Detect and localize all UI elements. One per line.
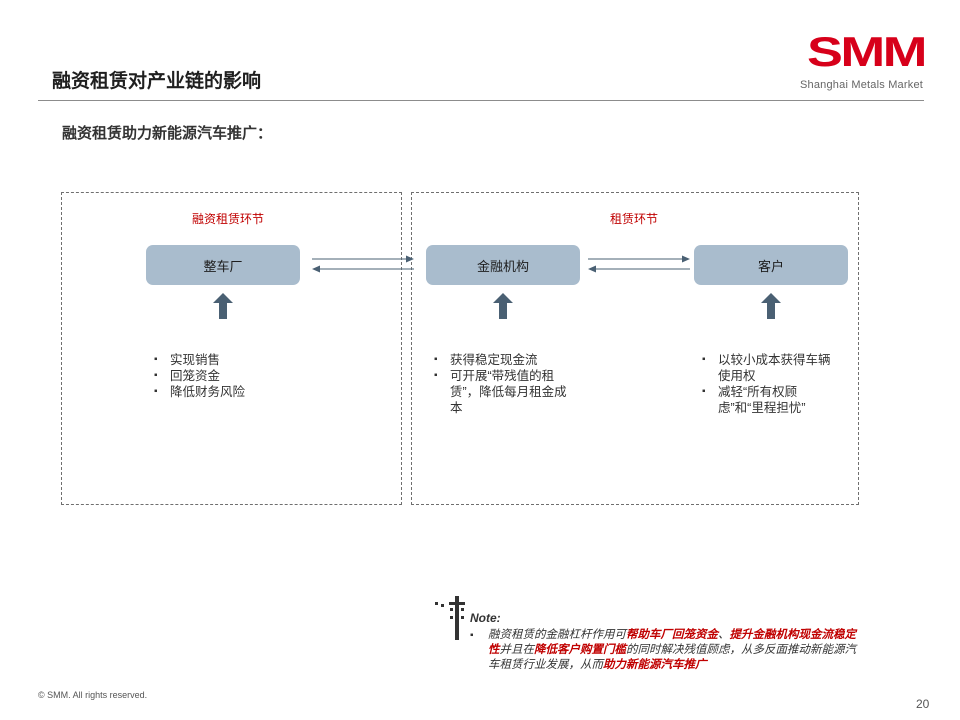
panel-financing-lease-label: 融资租赁环节: [191, 212, 264, 226]
up-arrow-icon: [213, 293, 233, 319]
node-finance: 金融机构: [426, 245, 580, 285]
note-run: 并且在: [499, 644, 535, 656]
smm-logo: SMM: [807, 30, 926, 70]
bullets-finance: 获得稳定现金流 可开展“带残值的租赁”，降低每月租金成本: [432, 352, 568, 416]
note-highlight: 提升金融机构现金流稳定性: [488, 629, 856, 656]
bullets-manufacturer: 实现销售 回笼资金 降低财务风险: [152, 352, 282, 400]
node-customer: 客户: [694, 245, 848, 285]
list-item: 以较小成本获得车辆使用权: [700, 352, 836, 384]
connector-manufacturer-finance: [312, 255, 414, 273]
list-item: 实现销售: [152, 352, 282, 368]
note-highlight: 助力新能源汽车推广: [603, 659, 707, 671]
title-divider: [38, 100, 924, 101]
note-run: 的同时解决残值顾虑，从多反面推动新能源汽车租赁行业发展，从而: [488, 644, 856, 671]
section-subtitle: 融资租赁助力新能源汽车推广：: [62, 125, 273, 142]
bullets-customer: 以较小成本获得车辆使用权 减轻“所有权顾虑”和“里程担忧”: [700, 352, 836, 416]
note-highlight: 帮助车厂回笼资金: [626, 629, 718, 641]
list-item: 降低财务风险: [152, 384, 282, 400]
list-item: 回笼资金: [152, 368, 282, 384]
node-manufacturer: 整车厂: [146, 245, 300, 285]
list-item: 获得稳定现金流: [432, 352, 568, 368]
up-arrow-icon: [493, 293, 513, 319]
page-number: 20: [916, 697, 930, 711]
up-arrow-icon: [761, 293, 781, 319]
note-pin-icon: [435, 596, 465, 640]
note-label: Note:: [470, 611, 501, 625]
note-run: 、: [718, 629, 730, 641]
connector-finance-customer: [588, 255, 690, 273]
panel-lease-label: 租赁环节: [609, 212, 658, 226]
list-item: 可开展“带残值的租赁”，降低每月租金成本: [432, 368, 568, 416]
copyright: © SMM. All rights reserved.: [38, 690, 148, 700]
note-body: 融资租赁的金融杠杆作用可帮助车厂回笼资金、提升金融机构现金流稳定性并且在降低客户…: [488, 629, 856, 671]
bullet-icon: ▪: [470, 630, 474, 641]
logo-subtitle: Shanghai Metals Market: [800, 79, 924, 91]
smm-logo-text: SMM: [807, 30, 925, 70]
panel-lease: [411, 192, 859, 505]
list-item: 减轻“所有权顾虑”和“里程担忧”: [700, 384, 836, 416]
page-title: 融资租赁对产业链的影响: [52, 71, 262, 92]
note-text: ▪ 融资租赁的金融杠杆作用可帮助车厂回笼资金、提升金融机构现金流稳定性并且在降低…: [470, 628, 864, 673]
note-run: 融资租赁的金融杠杆作用可: [488, 629, 626, 641]
panel-financing-lease: [61, 192, 402, 505]
note-highlight: 降低客户购置门槛: [534, 644, 626, 656]
